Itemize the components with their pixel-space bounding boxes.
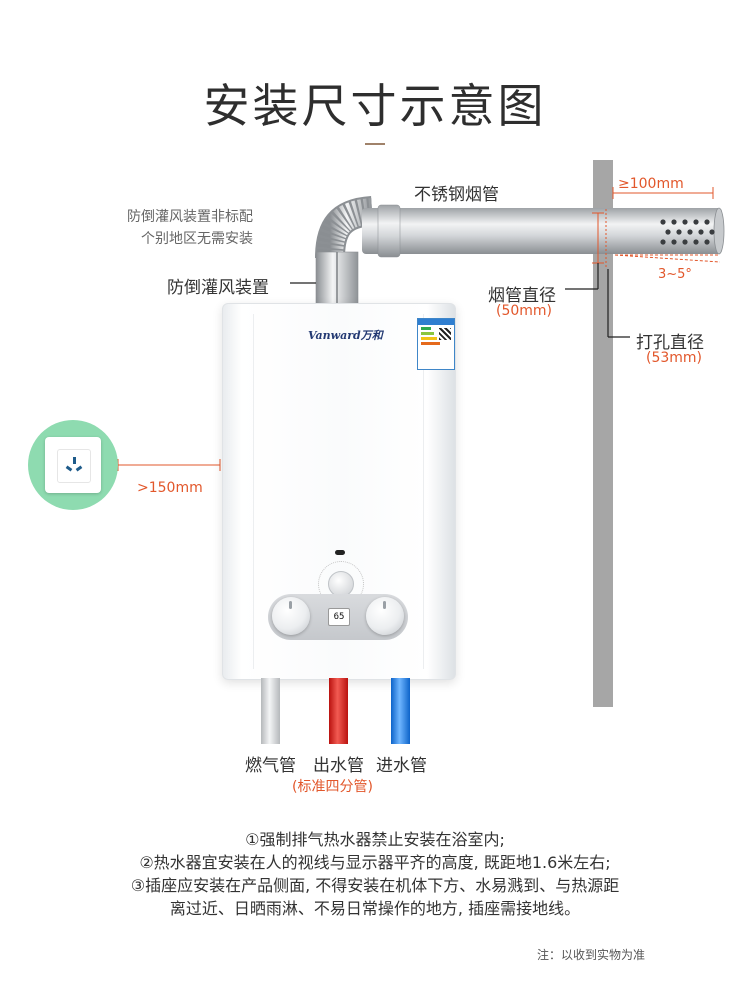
hole-diameter-value: (53mm) xyxy=(646,350,703,366)
horizontal-flue-pipe xyxy=(362,208,722,254)
outlet-distance-dimension xyxy=(117,459,221,471)
outlet-plate xyxy=(45,437,101,493)
stainless-flue-label: 不锈钢烟管 xyxy=(414,185,499,205)
title-divider xyxy=(365,143,385,145)
installation-notes: ①强制排气热水器禁止安装在浴室内; ②热水器宜安装在人的视线与显示器平齐的高度,… xyxy=(0,828,750,920)
water-heater: Vanward万和 65 xyxy=(222,303,456,680)
indicator-light xyxy=(335,550,345,555)
backflow-device-label: 防倒灌风装置 xyxy=(167,278,269,298)
outlet-distance-label: >150mm xyxy=(137,480,203,496)
flue-end-cap xyxy=(713,207,725,255)
nonstandard-note-line2: 个别地区无需安装 xyxy=(141,231,253,247)
hole-diameter-label: 打孔直径 xyxy=(636,333,704,353)
flue-diameter-value: (50mm) xyxy=(496,303,553,319)
note-4: 离过近、日晒雨淋、不易日常操作的地方, 插座需接地线。 xyxy=(169,899,581,918)
power-outlet xyxy=(28,420,118,510)
tilt-angle-marker xyxy=(614,254,721,263)
qr-code-icon xyxy=(439,328,451,340)
note-2: ②热水器宜安装在人的视线与显示器平齐的高度, 既距地1.6米左右; xyxy=(139,853,611,872)
left-dial xyxy=(272,597,310,635)
gas-pipe-label: 燃气管 xyxy=(245,756,296,776)
outlet-socket-icon xyxy=(57,449,91,483)
hot-outlet-pipe-label: 出水管 xyxy=(313,756,364,776)
cold-inlet-pipe-label: 进水管 xyxy=(376,756,427,776)
page-title: 安装尺寸示意图 xyxy=(203,79,547,133)
gas-pipe xyxy=(261,678,280,744)
note-1: ①强制排气热水器禁止安装在浴室内; xyxy=(245,830,505,849)
nonstandard-note-line1: 防倒灌风装置非标配 xyxy=(127,209,253,225)
note-3: ③插座应安装在产品侧面, 不得安装在机体下方、水易溅到、与热源距 xyxy=(130,876,620,895)
flue-diameter-label: 烟管直径 xyxy=(488,286,556,306)
temperature-display: 65 xyxy=(328,608,350,626)
tilt-angle-label: 3~5° xyxy=(658,267,692,282)
wall-distance-dimension xyxy=(612,187,714,199)
energy-efficiency-label xyxy=(417,318,455,370)
pipe-standard-label: (标准四分管) xyxy=(292,779,373,795)
footnote: 注：以收到实物为准 xyxy=(537,948,646,962)
hot-water-outlet-pipe xyxy=(329,678,348,744)
flue-collar xyxy=(377,204,401,258)
brand-logo: Vanward万和 xyxy=(308,329,383,342)
wall-distance-label: ≥100mm xyxy=(618,176,684,192)
right-dial xyxy=(366,597,404,635)
cold-water-inlet-pipe xyxy=(391,678,410,744)
control-panel: 65 xyxy=(268,594,408,640)
vent-holes xyxy=(660,219,715,245)
